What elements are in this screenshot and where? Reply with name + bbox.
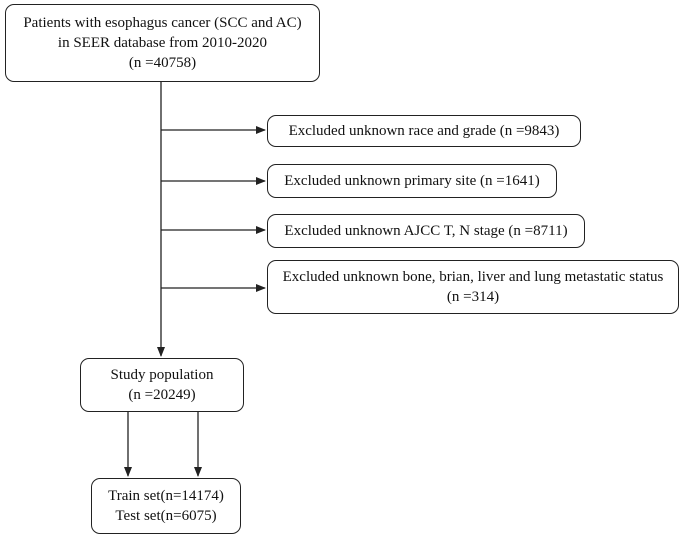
study-population-box: Study population (n =20249) [80, 358, 244, 412]
source-population-box: Patients with esophagus cancer (SCC and … [5, 4, 320, 82]
exclusion-2-text: Excluded unknown primary site (n =1641) [284, 173, 540, 189]
study-population-count: (n =20249) [128, 387, 196, 403]
train-set-text: Train set(n=14174) [108, 488, 224, 504]
exclusion-4-count: (n =314) [446, 289, 500, 305]
exclusion-box-2: Excluded unknown primary site (n =1641) [267, 164, 557, 198]
test-set-text: Test set(n=6075) [115, 508, 217, 524]
source-line-3: (n =40758) [128, 55, 197, 71]
exclusion-box-3: Excluded unknown AJCC T, N stage (n =871… [267, 214, 585, 248]
source-line-1: Patients with esophagus cancer (SCC and … [23, 15, 302, 31]
exclusion-box-1: Excluded unknown race and grade (n =9843… [267, 115, 581, 147]
train-test-split-box: Train set(n=14174) Test set(n=6075) [91, 478, 241, 534]
exclusion-4-text: Excluded unknown bone, brian, liver and … [282, 269, 664, 285]
exclusion-box-4: Excluded unknown bone, brian, liver and … [267, 260, 679, 314]
source-line-2: in SEER database from 2010-2020 [57, 35, 268, 51]
exclusion-1-text: Excluded unknown race and grade (n =9843… [288, 123, 560, 139]
study-population-title: Study population [110, 367, 214, 383]
exclusion-3-text: Excluded unknown AJCC T, N stage (n =871… [284, 223, 568, 239]
